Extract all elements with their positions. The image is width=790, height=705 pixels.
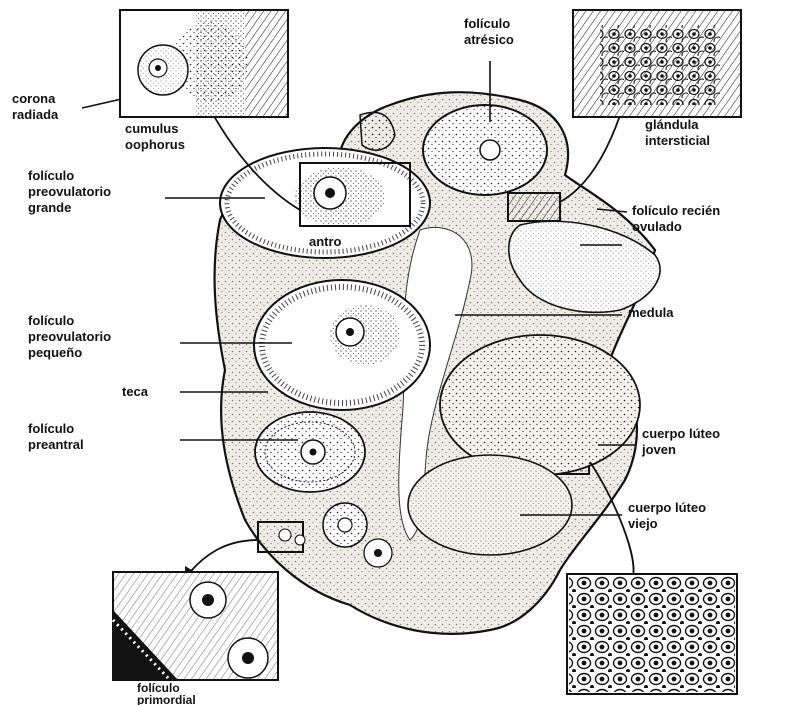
label-medula: medula (628, 305, 674, 321)
label-antro: antro (309, 234, 342, 250)
label-foliculo-primordial: folículo primordial (137, 682, 196, 705)
interstitial-gland-inset (573, 10, 741, 117)
primordial-follicle-inset (113, 572, 278, 680)
label-corona-radiada: corona radiada (12, 91, 58, 123)
label-cuerpo-luteo-viejo: cuerpo lúteo viejo (628, 500, 706, 532)
label-glandula-intersticial: glándula intersticial (645, 117, 710, 149)
label-foliculo-preovulatorio-grande: folículo preovulatorio grande (28, 168, 111, 216)
label-foliculo-preovulatorio-pequeno: folículo preovulatorio pequeño (28, 313, 111, 361)
label-foliculo-recien-ovulado: folículo recién ovulado (632, 203, 720, 235)
label-cumulus-oophorus: cumulus oophorus (125, 121, 185, 153)
label-cuerpo-luteo-joven: cuerpo lúteo joven (642, 426, 720, 458)
young-corpus-luteum-inset (567, 574, 737, 694)
interstitial-inset-box (508, 193, 560, 221)
label-teca: teca (122, 384, 148, 400)
cumulus-oophorus-inset (120, 10, 288, 117)
label-foliculo-atresico: folículo atrésico (464, 16, 514, 48)
label-foliculo-preantral: folículo preantral (28, 421, 84, 453)
